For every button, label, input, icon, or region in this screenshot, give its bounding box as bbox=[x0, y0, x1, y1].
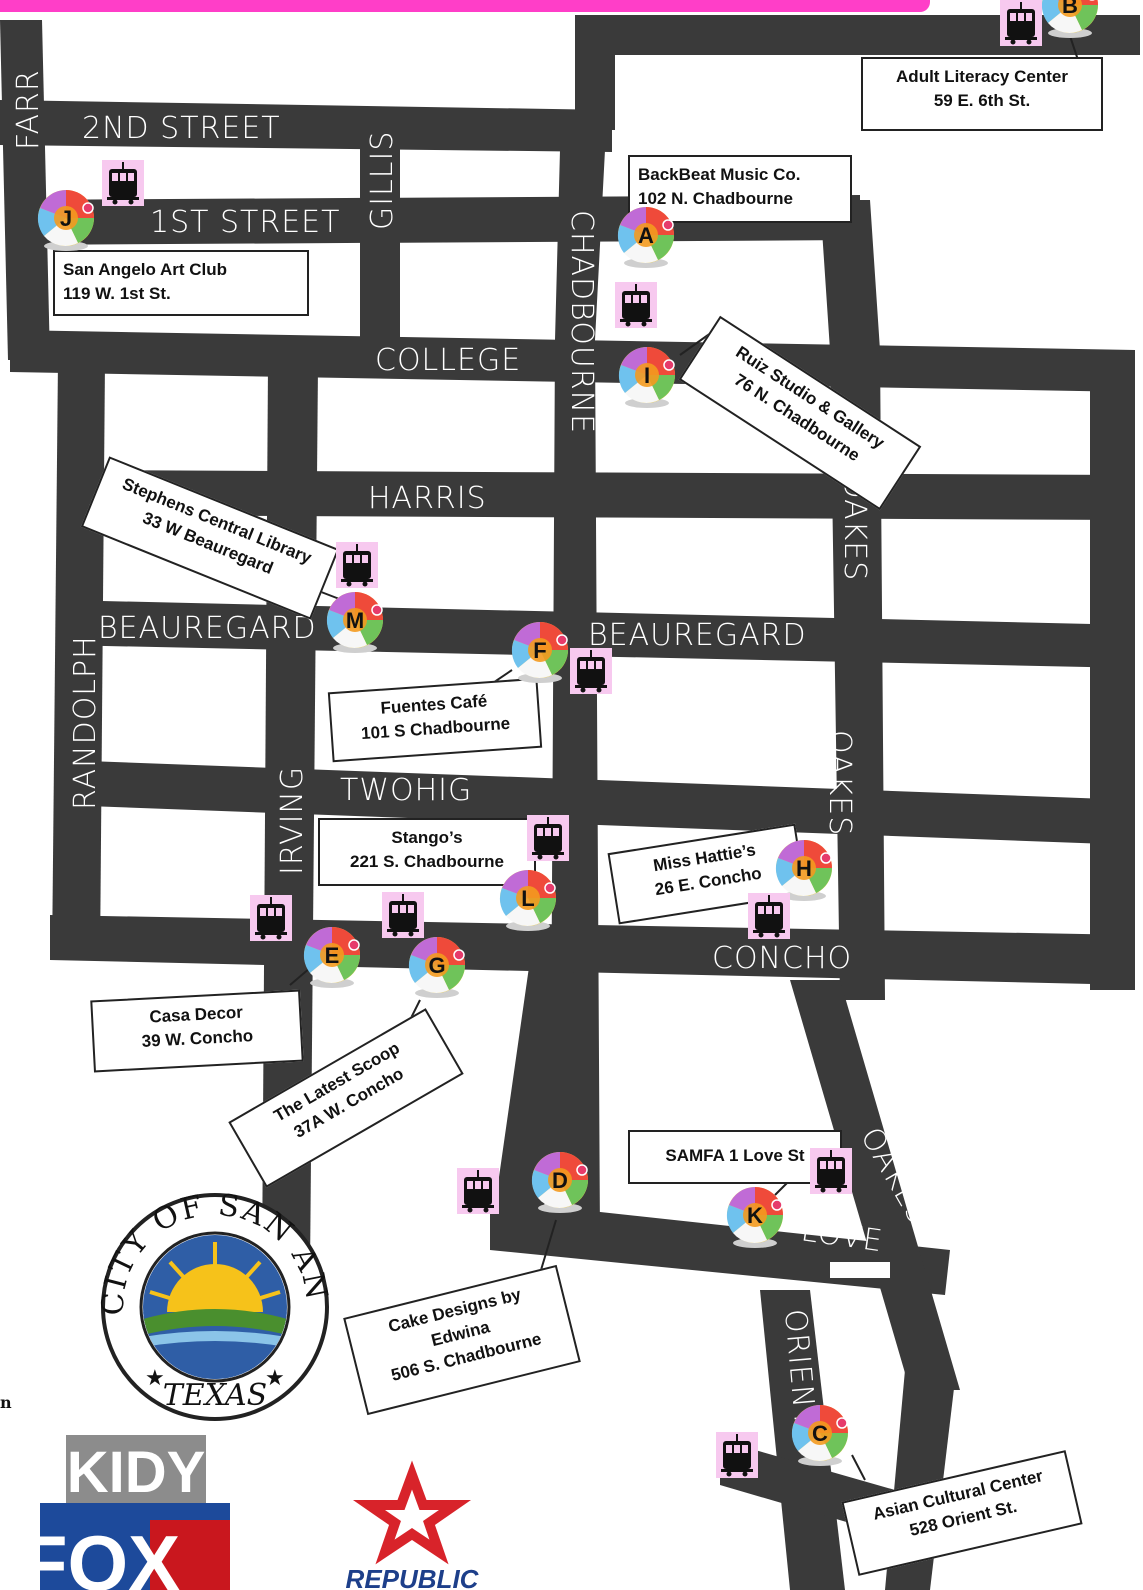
street-chadbourne-south bbox=[490, 960, 575, 1240]
location-b-address: 59 E. 6th St. bbox=[933, 91, 1031, 110]
marker-i-icon[interactable]: I bbox=[615, 345, 679, 409]
marker-j-icon[interactable]: J bbox=[34, 188, 98, 252]
marker-g-icon[interactable]: G bbox=[405, 935, 469, 999]
trolley-icon bbox=[615, 282, 657, 328]
marker-a-icon[interactable]: A bbox=[614, 205, 678, 269]
svg-text:D: D bbox=[552, 1168, 568, 1193]
street-second bbox=[0, 100, 612, 152]
svg-text:H: H bbox=[796, 856, 812, 881]
trolley-icon bbox=[250, 895, 292, 941]
street-label-college: COLLEGE bbox=[375, 343, 521, 378]
street-label-gillis: GILLIS bbox=[365, 131, 400, 230]
love-block bbox=[830, 1262, 890, 1278]
marker-m-icon[interactable]: M bbox=[323, 590, 387, 654]
location-l-address: 221 S. Chadbourne bbox=[350, 852, 504, 871]
trolley-icon bbox=[1000, 0, 1042, 46]
location-j-name: San Angelo Art Club bbox=[63, 260, 228, 279]
sponsor-republic-logo: REPUBLIC bbox=[346, 1460, 480, 1590]
location-label-b[interactable]: Adult Literacy Center 59 E. 6th St. bbox=[861, 57, 1103, 131]
header-accent-bar bbox=[0, 0, 930, 12]
location-label-k[interactable]: SAMFA 1 Love St bbox=[628, 1130, 842, 1184]
street-label-concho: CONCHO bbox=[712, 941, 852, 976]
trolley-icon bbox=[336, 542, 378, 588]
location-label-f[interactable]: Fuentes Café 101 S Chadbourne bbox=[327, 677, 543, 763]
svg-text:G: G bbox=[428, 953, 445, 978]
sponsor-fox-text: FOX bbox=[20, 1519, 180, 1590]
location-label-e[interactable]: Casa Decor 39 W. Concho bbox=[90, 989, 304, 1073]
svg-text:B: B bbox=[1062, 0, 1078, 18]
trolley-icon bbox=[570, 648, 612, 694]
sponsor-kidy-logo: KIDY FOX bbox=[20, 1435, 230, 1590]
street-east-edge bbox=[1090, 350, 1135, 990]
svg-text:L: L bbox=[521, 886, 534, 911]
street-label-harris: HARRIS bbox=[368, 481, 487, 516]
street-farr bbox=[0, 20, 50, 360]
street-oakes-south bbox=[790, 980, 960, 1390]
location-l-name: Stango’s bbox=[391, 828, 463, 847]
location-label-a[interactable]: BackBeat Music Co. 102 N. Chadbourne bbox=[628, 155, 852, 223]
svg-text:M: M bbox=[346, 608, 364, 633]
marker-f-icon[interactable]: F bbox=[508, 620, 572, 684]
trolley-icon bbox=[527, 815, 569, 861]
street-twohig bbox=[60, 760, 1135, 845]
svg-text:E: E bbox=[325, 943, 340, 968]
street-gillis bbox=[360, 145, 400, 355]
marker-h-icon[interactable]: H bbox=[772, 838, 836, 902]
seal-star-right-icon: ★ bbox=[265, 1365, 285, 1390]
svg-text:J: J bbox=[60, 206, 72, 231]
svg-text:I: I bbox=[644, 363, 650, 388]
trolley-icon bbox=[716, 1432, 758, 1478]
location-b-name: Adult Literacy Center bbox=[896, 67, 1068, 86]
city-seal: THE CITY OF SAN ANGELO TEXAS ★ ★ bbox=[96, 1188, 332, 1421]
street-sixth bbox=[575, 15, 1140, 55]
location-k-name: SAMFA 1 Love St bbox=[665, 1146, 805, 1165]
location-j-address: 119 W. 1st St. bbox=[63, 284, 171, 303]
street-label-randolph: RANDOLPH bbox=[68, 635, 103, 810]
location-label-l[interactable]: Stango’s 221 S. Chadbourne bbox=[318, 818, 536, 886]
edge-text-fragment: n bbox=[0, 1393, 12, 1412]
marker-b-icon[interactable]: B bbox=[1038, 0, 1102, 39]
marker-l-icon[interactable]: L bbox=[496, 868, 560, 932]
leader-e bbox=[289, 967, 311, 986]
trolley-icon bbox=[457, 1168, 499, 1214]
marker-k-icon[interactable]: K bbox=[723, 1185, 787, 1249]
seal-star-left-icon: ★ bbox=[145, 1365, 165, 1390]
street-label-farr: FARR bbox=[11, 69, 46, 150]
marker-c-icon[interactable]: C bbox=[788, 1403, 852, 1467]
street-label-chadbourne: CHADBOURNE bbox=[564, 210, 599, 434]
sponsor-kidy-text: KIDY bbox=[67, 1440, 206, 1505]
trolley-icon bbox=[102, 160, 144, 206]
marker-e-icon[interactable]: E bbox=[300, 925, 364, 989]
marker-d-icon[interactable]: D bbox=[528, 1150, 592, 1214]
svg-text:F: F bbox=[533, 638, 546, 663]
street-label-beauregard-left: BEAUREGARD bbox=[98, 611, 317, 646]
svg-text:K: K bbox=[747, 1203, 763, 1228]
leader-c bbox=[851, 1454, 866, 1481]
street-label-first: 1ST STREET bbox=[150, 205, 340, 240]
trolley-icon bbox=[382, 892, 424, 938]
trolley-icon bbox=[748, 893, 790, 939]
location-a-address: 102 N. Chadbourne bbox=[638, 189, 793, 208]
street-label-second: 2ND STREET bbox=[82, 111, 281, 146]
seal-bottom-text: TEXAS bbox=[163, 1378, 267, 1413]
street-label-beauregard-right: BEAUREGARD bbox=[588, 618, 807, 653]
street-label-oakes-mid: OAKES bbox=[822, 730, 857, 836]
republic-star-icon bbox=[352, 1460, 472, 1565]
svg-text:C: C bbox=[812, 1421, 828, 1446]
svg-text:A: A bbox=[638, 223, 654, 248]
street-label-irving: IRVING bbox=[275, 766, 310, 875]
street-label-twohig: TWOHIG bbox=[340, 773, 472, 808]
trolley-icon bbox=[810, 1148, 852, 1194]
location-label-j[interactable]: San Angelo Art Club 119 W. 1st St. bbox=[53, 250, 309, 316]
sponsor-republic-text: REPUBLIC bbox=[346, 1564, 480, 1590]
location-a-name: BackBeat Music Co. bbox=[638, 165, 801, 184]
